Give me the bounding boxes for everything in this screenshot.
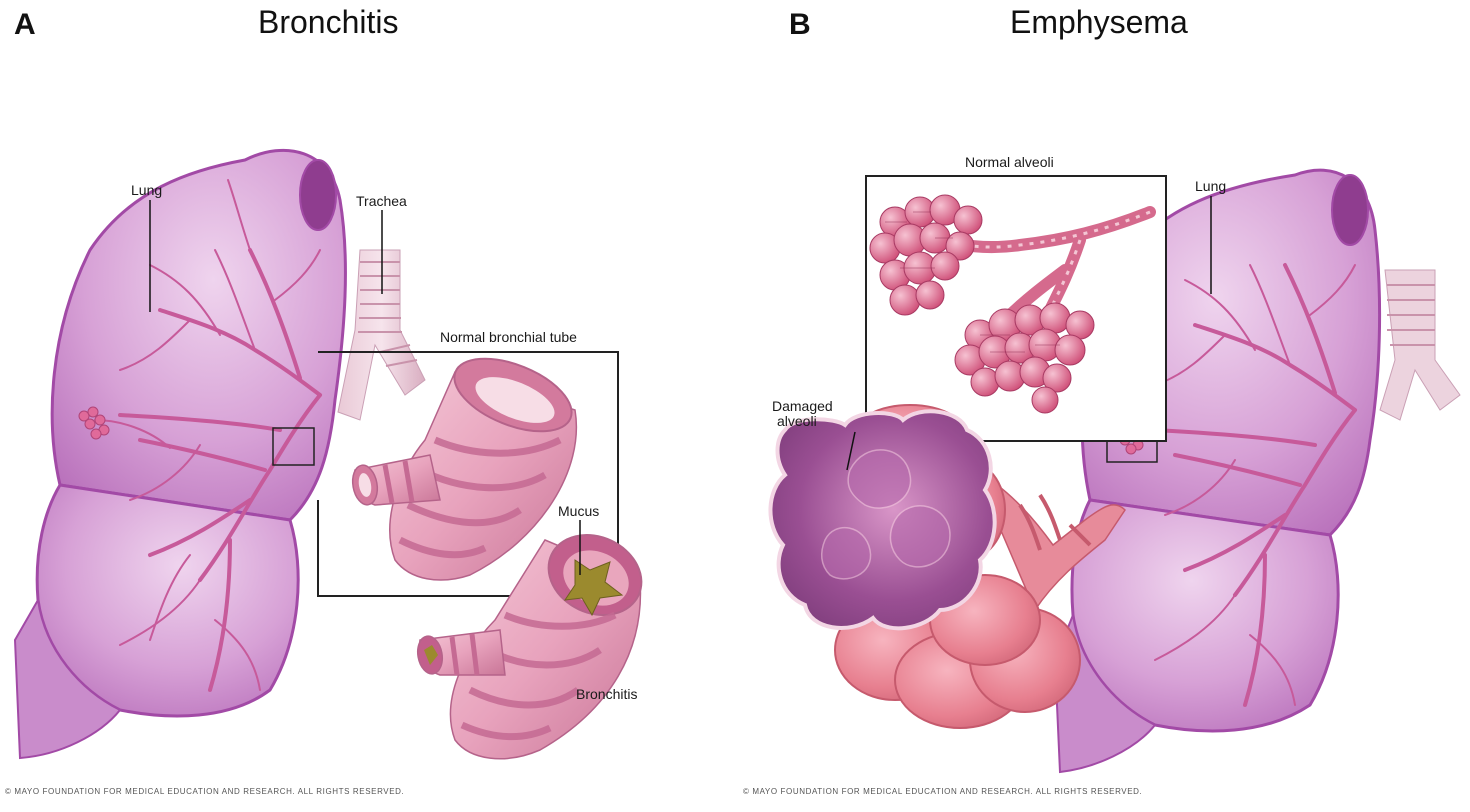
normal-alveoli <box>869 194 1156 414</box>
alveoli-cavity <box>768 409 997 631</box>
emphysema-illustration <box>768 168 1461 774</box>
trachea <box>337 249 426 421</box>
label-lung: Lung <box>1195 178 1227 194</box>
panel-title: Bronchitis <box>258 4 399 40</box>
label-damaged-alveoli-line2: alveoli <box>777 413 817 429</box>
panel-bronchitis: A Bronchitis Lung Trachea Normal bronchi… <box>5 4 643 796</box>
alveoli-cluster <box>78 406 110 440</box>
label-damaged-alveoli-line1: Damaged <box>772 398 833 414</box>
zoom-box <box>272 427 315 466</box>
label-lung: Lung <box>131 182 163 198</box>
damaged-alveoli <box>768 404 1126 729</box>
copyright-notice: © MAYO FOUNDATION FOR MEDICAL EDUCATION … <box>743 787 1143 796</box>
leader-lines <box>149 200 581 575</box>
normal-bronchial-tube <box>351 357 578 581</box>
panel-emphysema: B Emphysema Normal alveoli Lung Damaged … <box>735 0 1470 812</box>
panel-title: Emphysema <box>1010 4 1188 40</box>
bronchitis-illustration <box>13 148 643 760</box>
label-mucus: Mucus <box>558 503 600 519</box>
leader-lines <box>846 196 1212 471</box>
label-normal-alveoli: Normal alveoli <box>965 154 1054 170</box>
label-normal-bronchial-tube: Normal bronchial tube <box>440 329 577 345</box>
lung <box>13 148 347 760</box>
copyright-notice: © MAYO FOUNDATION FOR MEDICAL EDUCATION … <box>5 787 405 796</box>
label-trachea: Trachea <box>356 193 407 209</box>
label-bronchitis: Bronchitis <box>576 686 638 702</box>
panel-letter: A <box>14 8 36 41</box>
panel-letter: B <box>789 8 811 41</box>
